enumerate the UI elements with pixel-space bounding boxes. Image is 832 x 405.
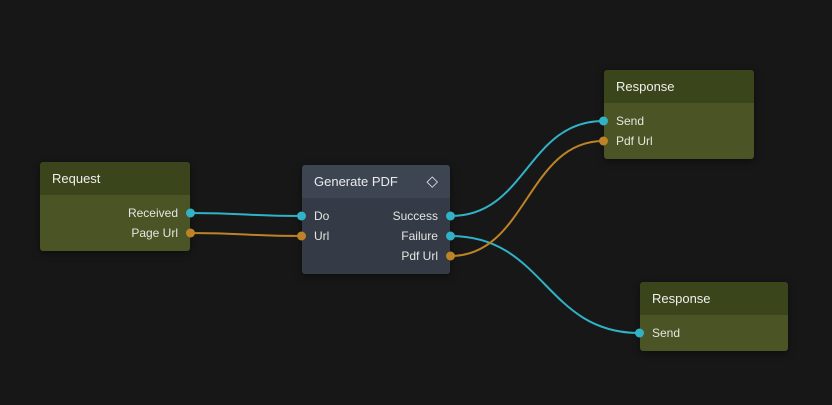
port-row: Send	[635, 323, 788, 343]
output-port-pdf-url[interactable]	[446, 251, 455, 261]
port-row: Pdf Url	[302, 246, 455, 266]
port-row: Page Url	[40, 223, 195, 243]
node-header-response-top[interactable]: Response	[604, 70, 754, 103]
node-header-generate-pdf[interactable]: Generate PDF ◇	[302, 165, 450, 198]
port-row: Do Success	[297, 206, 455, 226]
port-row: Received	[40, 203, 195, 223]
node-body: Send	[635, 315, 788, 351]
input-port-url[interactable]	[297, 231, 306, 241]
node-title: Generate PDF	[314, 174, 398, 189]
port-label-received: Received	[127, 206, 178, 220]
output-port-success[interactable]	[446, 211, 455, 221]
node-body: Received Page Url	[40, 195, 195, 251]
port-label-pdf-url: Pdf Url	[401, 249, 438, 263]
diamond-icon: ◇	[426, 173, 438, 190]
input-port-send[interactable]	[599, 116, 608, 126]
node-header-response-bottom[interactable]: Response	[640, 282, 788, 315]
port-label-success: Success	[392, 209, 438, 223]
port-label-pdf-url: Pdf Url	[616, 134, 653, 148]
port-label-url: Url	[314, 229, 330, 243]
port-row: Url Failure	[297, 226, 455, 246]
node-body: Send Pdf Url	[599, 103, 754, 159]
port-row: Send	[599, 111, 754, 131]
output-port-page-url[interactable]	[186, 228, 195, 238]
edge-generate-pdf.pdf-url-to-response-top.pdf-url[interactable]	[449, 140, 605, 257]
output-port-received[interactable]	[186, 208, 195, 218]
node-response-top[interactable]: Response Send Pdf Url	[599, 70, 754, 159]
port-label-do: Do	[314, 209, 330, 223]
node-header-request[interactable]: Request	[40, 162, 190, 195]
port-label-failure: Failure	[401, 229, 438, 243]
node-title: Response	[616, 79, 675, 94]
edge-generate-pdf.success-to-response-top.send[interactable]	[449, 120, 605, 217]
port-label-send: Send	[616, 114, 645, 128]
port-label-page-url: Page Url	[131, 226, 178, 240]
edge-generate-pdf.failure-to-response-bottom.send[interactable]	[449, 235, 641, 334]
input-port-pdf-url[interactable]	[599, 136, 608, 146]
edge-request.page-url-to-generate-pdf.url[interactable]	[189, 232, 303, 237]
node-generate-pdf[interactable]: Generate PDF ◇ Do Success Url Failure Pd…	[297, 165, 455, 274]
port-label-send: Send	[652, 326, 681, 340]
port-row: Pdf Url	[599, 131, 754, 151]
input-port-send[interactable]	[635, 328, 644, 338]
node-title: Request	[52, 171, 101, 186]
node-response-bottom[interactable]: Response Send	[635, 282, 788, 351]
node-title: Response	[652, 291, 711, 306]
output-port-failure[interactable]	[446, 231, 455, 241]
node-request[interactable]: Request Received Page Url	[40, 162, 195, 251]
node-body: Do Success Url Failure Pdf Url	[297, 198, 455, 274]
edge-request.received-to-generate-pdf.do[interactable]	[189, 212, 303, 217]
input-port-do[interactable]	[297, 211, 306, 221]
